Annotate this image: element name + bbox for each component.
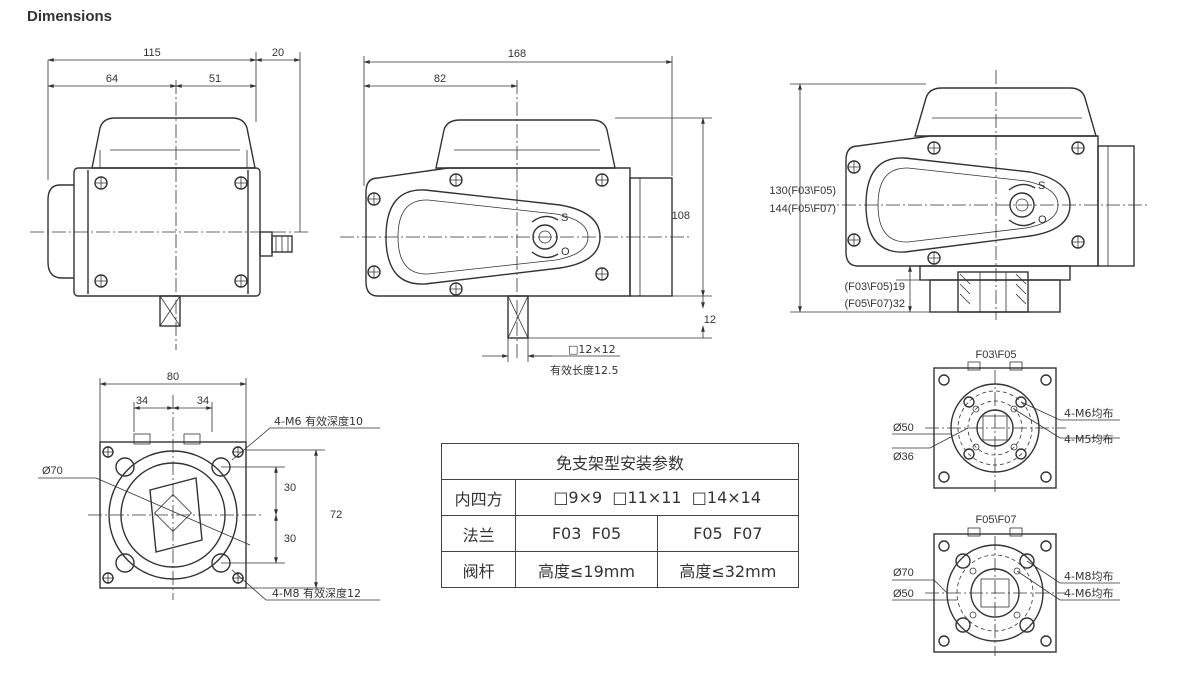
bottom-thread-bottom: 4-M8 有效深度12 [272,586,361,600]
bottom-thread-top: 4-M6 有效深度10 [274,414,363,428]
side-dial-s: S [561,212,568,224]
side-shaft-dim: 12 [704,314,716,326]
right-height-a: 130(F03\F05) [769,185,836,197]
bottom-height-dim: 72 [330,509,342,521]
bottom-left-dim: 34 [136,395,148,407]
flange-large-dia-outer: Ø70 [893,567,914,579]
table-stem-b: 高度≤32mm [656,551,800,588]
table-label-stem: 阀杆 [440,551,517,588]
bottom-dia-dim: Ø70 [42,465,63,477]
flange-large-bolts-b: 4-M6均布 [1064,587,1113,600]
flange-large-title: F05\F07 [976,514,1017,526]
table-flange-a: F03 F05 [515,515,658,552]
front-view: 115 20 64 51 [30,47,310,350]
table-row: 阀杆 高度≤19mm 高度≤32mm [440,551,800,588]
page-heading: Dimensions [27,8,113,25]
mounting-parameter-table: 免支架型安装参数 内四方 □9×9 □11×11 □14×14 法兰 F03 F… [440,443,800,588]
right-dial-s: S [1038,180,1045,192]
table-stem-a: 高度≤19mm [515,551,658,588]
flange-small-bolts-b: 4-M5均布 [1064,433,1113,446]
flange-small-dia-outer: Ø50 [893,422,914,434]
side-square-dim: □12×12 [568,343,616,356]
side-height-dim: 108 [672,210,690,222]
side-view: S O 168 82 108 12 □12×12 有效长度12.5 [340,48,716,377]
flange-large-dia-inner: Ø50 [893,588,914,600]
front-overall-dim: 115 [143,47,161,59]
table-row: 免支架型安装参数 [441,443,799,480]
flange-small-title: F03\F05 [976,349,1017,361]
front-right-dim: 51 [209,73,221,85]
right-view: S O 130(F03\F05) 144(F05\F07) (F03\F05)1… [769,70,1150,320]
table-row: 内四方 □9×9 □11×11 □14×14 [440,479,799,516]
flange-large-bolts-a: 4-M8均布 [1064,570,1113,583]
right-lower-a: (F03\F05)19 [844,281,905,293]
flange-large-view: F05\F07 4-M8均布 4-M6均布 Ø70 Ø50 [892,514,1120,656]
bottom-right-dim: 34 [197,395,209,407]
table-label-flange: 法兰 [440,515,517,552]
flange-small-dia-inner: Ø36 [893,451,914,463]
table-title: 免支架型安装参数 [441,443,799,480]
right-height-b: 144(F05\F07) [769,203,836,215]
bottom-half-top: 30 [284,482,296,494]
flange-small-bolts-a: 4-M6均布 [1064,407,1113,420]
front-gland-dim: 20 [272,47,284,59]
right-dial-o: O [1038,214,1047,226]
table-square-sizes: □9×9 □11×11 □14×14 [515,479,799,516]
side-left-dim: 82 [434,73,446,85]
flange-small-view: F03\F05 4-M6均布 4-M5均布 Ø50 Ø36 [892,349,1120,492]
side-effective-length: 有效长度12.5 [550,363,619,377]
bottom-width-dim: 80 [167,371,179,383]
side-dial-o: O [561,246,570,258]
table-row: 法兰 F03 F05 F05 F07 [440,515,800,552]
bottom-view: 80 34 34 30 30 72 Ø70 4-M6 有效深度10 4-M8 有… [38,371,380,601]
front-left-dim: 64 [106,73,118,85]
right-lower-b: (F05\F07)32 [844,298,905,310]
side-overall-dim: 168 [508,48,526,60]
bottom-half-bottom: 30 [284,533,296,545]
table-flange-b: F05 F07 [656,515,800,552]
table-label-square: 内四方 [440,479,517,516]
